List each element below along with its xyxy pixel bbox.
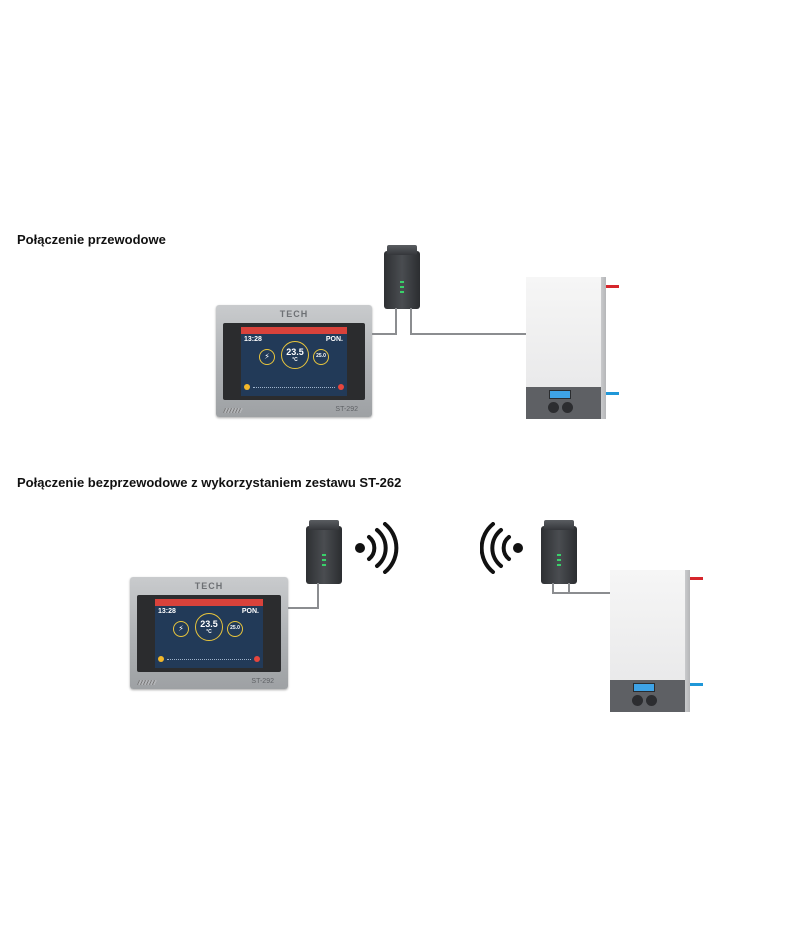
room-controller: TECH 13:28 PON. ⚡ 23.5 °C 25.0 ST-292 xyxy=(216,305,372,417)
return-pipe xyxy=(606,392,619,395)
setpoint-circle: 25.0 xyxy=(227,621,243,637)
boiler-knob xyxy=(646,695,657,706)
module-led xyxy=(400,291,404,293)
module-cap xyxy=(309,520,339,530)
wifi-signal-right-icon xyxy=(355,522,399,574)
hot-icon xyxy=(254,656,260,662)
mode-circle: ⚡ xyxy=(259,349,275,365)
screen-header-bar xyxy=(155,599,263,606)
setpoint-temperature: 25.0 xyxy=(316,353,326,359)
transmitter-module xyxy=(306,520,342,584)
module-body xyxy=(384,251,420,309)
wire xyxy=(410,333,527,335)
controller-screen: 13:28 PON. ⚡ 23.5 °C 25.0 xyxy=(241,327,347,396)
model-label: ST-292 xyxy=(251,678,274,685)
module-led xyxy=(322,559,326,561)
setpoint-circle: 25.0 xyxy=(313,349,329,365)
return-pipe xyxy=(690,683,703,686)
boiler-display xyxy=(633,683,655,692)
module-led xyxy=(322,564,326,566)
controller-screen: 13:28 PON. ⚡ 23.5 °C 25.0 xyxy=(155,599,263,668)
schedule-bar xyxy=(167,659,251,660)
wireless-connection-heading: Połączenie bezprzewodowe z wykorzystanie… xyxy=(17,475,402,490)
wire xyxy=(317,583,319,608)
screen-day: PON. xyxy=(241,608,259,615)
boiler-knob xyxy=(632,695,643,706)
wire xyxy=(552,583,554,593)
model-label: ST-292 xyxy=(335,406,358,413)
boiler-knob xyxy=(548,402,559,413)
hot-icon xyxy=(338,384,344,390)
main-temperature-unit: °C xyxy=(292,357,298,363)
controller-bezel: 13:28 PON. ⚡ 23.5 °C 25.0 xyxy=(137,595,281,672)
boiler-display xyxy=(549,390,571,399)
module-led xyxy=(400,281,404,283)
module-led xyxy=(400,286,404,288)
module-led xyxy=(557,564,561,566)
sun-icon xyxy=(244,384,250,390)
sun-icon xyxy=(158,656,164,662)
screen-time: 13:28 xyxy=(158,608,176,615)
receiver-module xyxy=(384,245,420,309)
boiler xyxy=(526,277,606,419)
wire xyxy=(372,333,397,335)
module-led xyxy=(557,554,561,556)
brand-logo: TECH xyxy=(194,581,224,591)
lightning-icon: ⚡ xyxy=(178,624,184,633)
module-cap xyxy=(387,245,417,255)
screen-time: 13:28 xyxy=(244,336,262,343)
boiler xyxy=(610,570,690,712)
screen-header-bar xyxy=(241,327,347,334)
wired-connection-heading: Połączenie przewodowe xyxy=(17,232,166,247)
temperature-circle: 23.5 °C xyxy=(281,341,309,369)
supply-pipe xyxy=(606,285,619,288)
boiler-side xyxy=(601,277,606,419)
room-controller: TECH 13:28 PON. ⚡ 23.5 °C 25.0 ST-292 xyxy=(130,577,288,689)
brand-logo: TECH xyxy=(279,309,309,319)
speaker-grille xyxy=(137,680,157,685)
lightning-icon: ⚡ xyxy=(264,352,270,361)
speaker-grille xyxy=(223,408,243,413)
supply-pipe xyxy=(690,577,703,580)
module-led xyxy=(322,554,326,556)
mode-circle: ⚡ xyxy=(173,621,189,637)
wire xyxy=(395,308,397,334)
boiler-knob xyxy=(562,402,573,413)
boiler-control-panel xyxy=(526,387,601,419)
wire xyxy=(288,607,319,609)
receiver-module xyxy=(541,520,577,584)
wire xyxy=(410,308,412,334)
boiler-side xyxy=(685,570,690,712)
main-temperature-unit: °C xyxy=(206,629,212,635)
boiler-control-panel xyxy=(610,680,685,712)
module-cap xyxy=(544,520,574,530)
temperature-circle: 23.5 °C xyxy=(195,613,223,641)
main-temperature: 23.5 xyxy=(200,619,218,629)
wifi-signal-left-icon xyxy=(480,522,523,574)
wire xyxy=(568,583,570,593)
schedule-bar xyxy=(253,387,335,388)
screen-day: PON. xyxy=(325,336,343,343)
setpoint-temperature: 25.0 xyxy=(230,625,240,631)
wire xyxy=(552,592,611,594)
module-led xyxy=(557,559,561,561)
controller-bezel: 13:28 PON. ⚡ 23.5 °C 25.0 xyxy=(223,323,365,400)
main-temperature: 23.5 xyxy=(286,347,304,357)
